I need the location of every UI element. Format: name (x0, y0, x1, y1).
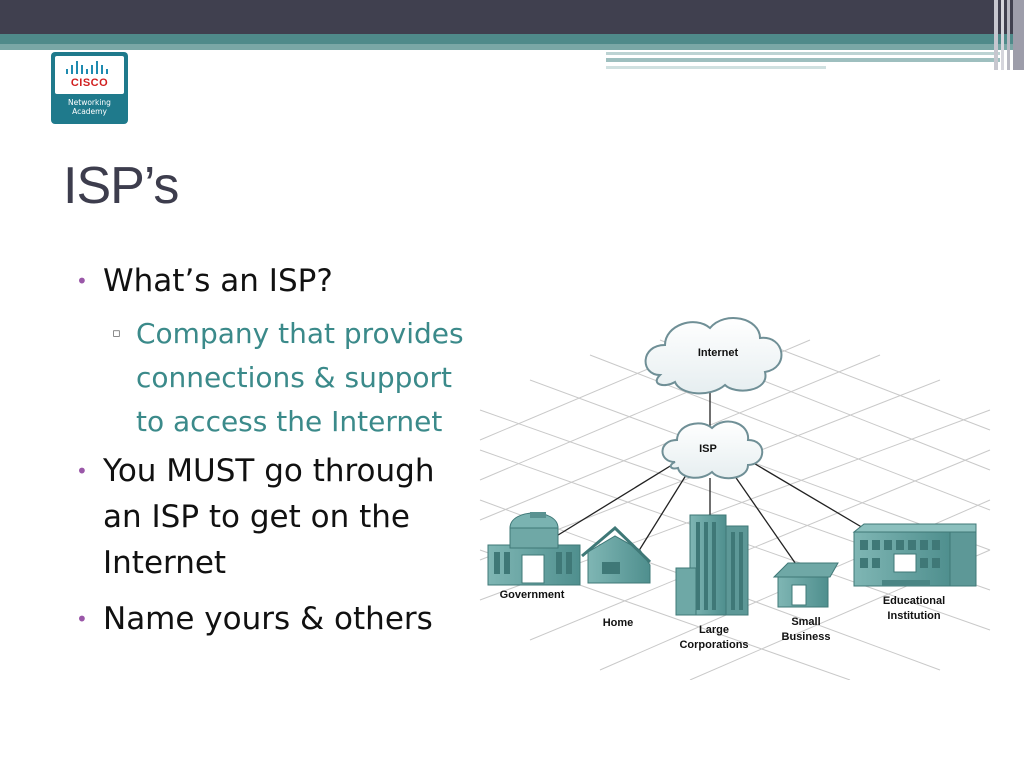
header-right-stripe (1013, 0, 1024, 70)
educational-institution-building-icon: Educational Institution (852, 523, 977, 622)
cisco-networking-academy-logo: CISCO Networking Academy (51, 52, 128, 124)
header-right-stripe (994, 0, 998, 70)
header-bar (0, 0, 1024, 34)
slide-title: ISP’s (63, 157, 179, 215)
internet-cloud-icon: Internet (644, 317, 783, 395)
large-corporations-label-line1: Large (699, 624, 729, 636)
bullet-text: an ISP to get on the (103, 499, 410, 535)
government-building-icon: Government (487, 512, 581, 601)
small-business-label-line1: Small (791, 616, 820, 628)
header-right-stripe (1001, 0, 1004, 70)
bullet-dot-icon: • (76, 459, 88, 483)
government-label: Government (500, 589, 565, 601)
bullet-dot-icon: • (76, 269, 88, 293)
connection-lines (549, 390, 871, 571)
isp-cloud-icon: ISP (661, 420, 764, 480)
logo-subtitle-line: Networking (68, 98, 111, 107)
cisco-bars-icon (66, 60, 114, 74)
bullet-text: Internet (103, 545, 227, 581)
large-corporations-label-line2: Corporations (679, 639, 748, 651)
home-icon: Home (581, 525, 652, 629)
header-accent-line (606, 66, 826, 69)
header-stripe (0, 34, 1024, 44)
bullet-dot-icon: • (76, 607, 88, 631)
logo-subtitle: Networking Academy (51, 98, 128, 116)
internet-label: Internet (698, 347, 739, 359)
square-bullet-icon: ▫ (112, 326, 121, 341)
bullet-text: You MUST go through (103, 453, 435, 489)
logo-subtitle-line: Academy (72, 107, 107, 116)
large-corporations-building-icon: Large Corporations (675, 514, 749, 651)
educational-institution-label-line2: Institution (887, 610, 940, 622)
header-right-stripe (1007, 0, 1010, 70)
sub-bullet-text: to access the Internet (136, 405, 443, 438)
header-stripe-light (0, 44, 1024, 50)
bullet-text: Name yours & others (103, 601, 433, 637)
header-accent-line (606, 58, 1000, 62)
small-business-label-line2: Business (782, 631, 831, 643)
educational-institution-label-line1: Educational (883, 595, 945, 607)
header-accent-line (606, 52, 1000, 55)
home-label: Home (603, 617, 634, 629)
small-business-building-icon: Small Business (772, 562, 839, 643)
logo-badge: CISCO (55, 56, 124, 94)
bullet-text: What’s an ISP? (103, 263, 333, 299)
isp-network-diagram: Internet ISP Government Home (479, 317, 991, 680)
sub-bullet-text: connections & support (136, 361, 452, 394)
logo-brand: CISCO (70, 77, 109, 89)
isp-label: ISP (699, 443, 717, 455)
sub-bullet-text: Company that provides (136, 317, 464, 350)
